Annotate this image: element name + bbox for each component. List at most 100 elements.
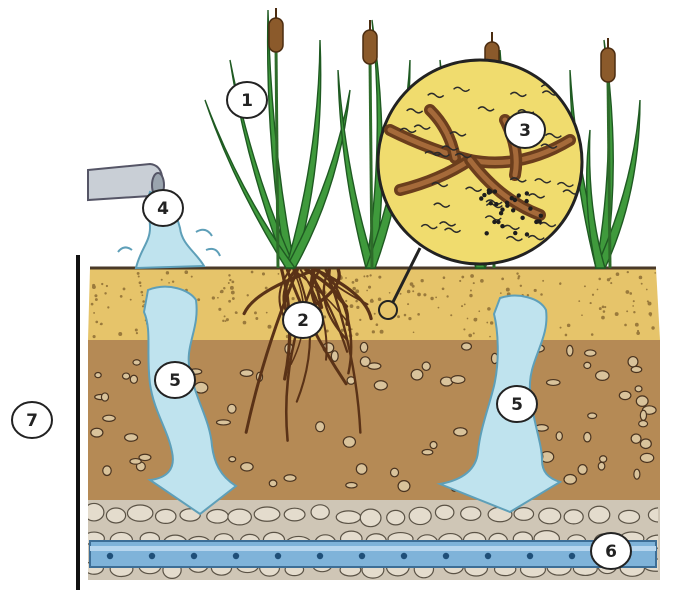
- pebble: [360, 357, 370, 367]
- soil-speck: [567, 324, 571, 328]
- soil-speck: [228, 274, 230, 276]
- soil-speck: [560, 327, 562, 329]
- soil-speck: [350, 304, 354, 308]
- soil-speck: [265, 287, 268, 290]
- soil-speck: [226, 318, 229, 321]
- gravel-stone: [360, 509, 381, 527]
- pebble: [284, 475, 296, 482]
- soil-speck: [292, 297, 295, 300]
- soil-speck: [345, 300, 347, 302]
- soil-speck: [412, 290, 414, 292]
- soil-speck: [378, 298, 382, 302]
- callout-label: 7: [26, 411, 38, 431]
- pebble: [584, 432, 591, 442]
- soil-speck: [592, 294, 594, 296]
- pebble: [398, 481, 410, 492]
- soil-speck: [120, 295, 123, 298]
- soil-speck: [607, 278, 610, 281]
- pebble: [631, 366, 642, 372]
- soil-speck: [136, 332, 138, 334]
- soil-speck: [646, 289, 648, 291]
- pebble: [631, 434, 641, 443]
- pebble: [547, 380, 561, 386]
- soil-speck: [473, 332, 475, 334]
- microbe-colony-dot: [513, 198, 517, 202]
- reed-stem: [608, 76, 610, 268]
- soil-speck: [366, 290, 368, 292]
- soil-speck: [254, 311, 257, 314]
- callout-label: 4: [157, 199, 169, 219]
- microbe-colony-dot: [517, 193, 521, 197]
- microbe-colony-dot: [493, 189, 497, 193]
- soil-speck: [615, 312, 619, 316]
- soil-speck: [500, 292, 502, 294]
- soil-speck: [470, 290, 472, 292]
- pebble: [316, 422, 325, 432]
- soil-speck: [230, 286, 234, 290]
- soil-speck: [473, 282, 475, 284]
- soil-speck: [421, 279, 424, 282]
- pebble: [103, 466, 111, 476]
- soil-speck: [463, 328, 465, 330]
- pebble: [600, 456, 607, 462]
- soil-speck: [410, 282, 414, 286]
- gravel-stone: [284, 508, 305, 521]
- soil-speck: [168, 282, 170, 284]
- microbe-colony-dot: [520, 216, 524, 220]
- soil-speck: [266, 312, 268, 314]
- soil-speck: [400, 293, 402, 295]
- soil-speck: [540, 293, 543, 296]
- soil-speck: [232, 297, 235, 300]
- callout-4: 4: [143, 190, 183, 226]
- soil-speck: [461, 305, 463, 307]
- pebble: [269, 480, 277, 487]
- callout-label: 3: [519, 121, 531, 141]
- soil-speck: [243, 321, 247, 325]
- soil-speck: [139, 281, 142, 284]
- callout-label: 2: [297, 311, 309, 331]
- soil-speck: [352, 281, 355, 284]
- pebble: [588, 413, 597, 419]
- soil-speck: [220, 291, 223, 294]
- gravel-stone: [619, 510, 640, 523]
- magnifier-target: [379, 301, 397, 319]
- soil-speck: [604, 306, 606, 308]
- microbe-colony-dot: [505, 201, 509, 205]
- soil-speck: [635, 323, 639, 327]
- soil-speck: [407, 303, 409, 305]
- soil-speck: [184, 270, 188, 274]
- pebble: [228, 404, 236, 413]
- soil-speck: [389, 292, 391, 294]
- drainage-pipe: [90, 541, 656, 567]
- soil-speck: [430, 297, 433, 300]
- pebble: [640, 439, 651, 448]
- soil-speck: [236, 312, 238, 314]
- pebble: [346, 483, 357, 488]
- soil-speck: [408, 317, 411, 320]
- callout-7: 7: [12, 402, 52, 438]
- gravel-stone: [156, 509, 176, 523]
- soil-speck: [123, 288, 126, 291]
- microbe-colony-dot: [525, 232, 529, 236]
- soil-speck: [355, 333, 358, 336]
- pebble: [130, 459, 141, 465]
- microbe-colony-dot: [489, 201, 493, 205]
- pebble: [422, 362, 430, 370]
- soil-speck: [267, 325, 271, 329]
- microbe-colony-dot: [494, 202, 498, 206]
- pebble: [91, 428, 103, 437]
- soil-speck: [137, 272, 140, 275]
- soil-speck: [626, 290, 630, 294]
- soil-speck: [565, 334, 568, 337]
- pipe-hole: [569, 553, 575, 559]
- pebble: [391, 468, 399, 477]
- callout-3: 3: [505, 112, 545, 148]
- soil-speck: [118, 332, 122, 336]
- microbe-colony-dot: [496, 220, 500, 224]
- gravel-stone: [409, 507, 431, 524]
- microbe-colony-dot: [528, 206, 532, 210]
- soil-speck: [91, 303, 94, 306]
- soil-speck: [648, 302, 652, 306]
- soil-speck: [590, 302, 592, 304]
